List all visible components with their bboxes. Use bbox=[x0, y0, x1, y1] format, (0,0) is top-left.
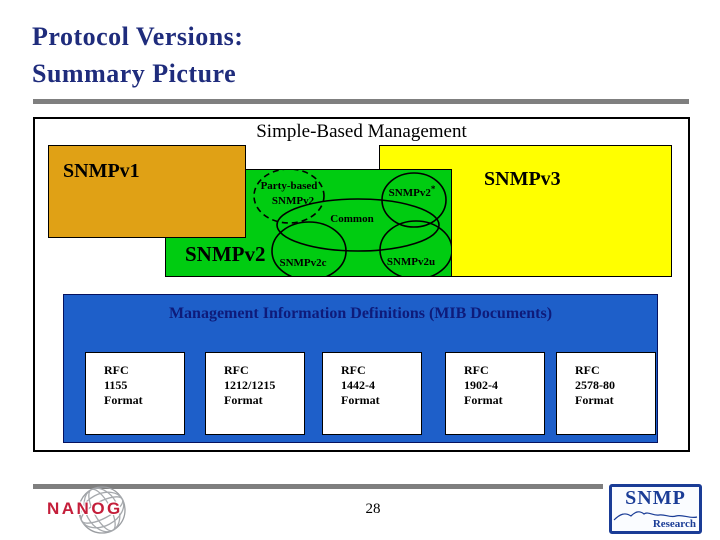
page-title: Protocol Versions: Summary Picture bbox=[32, 18, 243, 92]
page-title-line1: Protocol Versions: bbox=[32, 22, 244, 51]
rfc-line: RFC bbox=[575, 363, 600, 377]
globe-icon bbox=[78, 486, 126, 534]
party-based-ellipse bbox=[253, 170, 325, 224]
snmpv2c-label: SNMPv2c bbox=[279, 257, 326, 269]
snmp-logo-research-text: Research bbox=[652, 518, 696, 530]
snmpv2star-ellipse bbox=[381, 172, 447, 228]
rfc-line: RFC bbox=[104, 363, 129, 377]
rfc-line: Format bbox=[224, 393, 263, 407]
rfc-line: RFC bbox=[341, 363, 366, 377]
mib-box: Management Information Definitions (MIB … bbox=[63, 294, 658, 443]
common-label: Common bbox=[330, 213, 373, 225]
page-number: 28 bbox=[365, 501, 381, 517]
mountain-ridge-icon bbox=[613, 511, 698, 521]
rfc-box-1212-1215: RFC 1212/1215 Format bbox=[205, 352, 305, 435]
nanog-logo: NANOG bbox=[40, 482, 160, 538]
footer-divider bbox=[33, 484, 603, 489]
page-title-line2: Summary Picture bbox=[32, 59, 237, 88]
rfc-line: RFC bbox=[224, 363, 249, 377]
rfc-box-1155: RFC 1155 Format bbox=[85, 352, 185, 435]
rfc-line: 1442-4 bbox=[341, 378, 375, 392]
rfc-line: Format bbox=[464, 393, 503, 407]
rfc-line: 1212/1215 bbox=[224, 378, 276, 392]
rfc-line: Format bbox=[575, 393, 614, 407]
snmpv3-label: SNMPv3 bbox=[484, 168, 561, 190]
mib-title: Management Information Definitions (MIB … bbox=[168, 305, 553, 322]
snmp-logo-name: SNMP bbox=[625, 487, 686, 509]
rfc-line: 2578-80 bbox=[575, 378, 615, 392]
snmpv2-box: Party-based SNMPv2 SNMPv2* Common SNMPv2… bbox=[165, 169, 452, 277]
snmpv1-label: SNMPv1 bbox=[63, 160, 140, 182]
rfc-line: 1902-4 bbox=[464, 378, 498, 392]
party-based-label-line2: SNMPv2 bbox=[272, 195, 315, 207]
snmpv2-label: SNMPv2 bbox=[185, 242, 266, 266]
rfc-line: Format bbox=[104, 393, 143, 407]
rfc-line: Format bbox=[341, 393, 380, 407]
title-divider bbox=[33, 99, 689, 104]
diagram-header: Simple-Based Management bbox=[256, 121, 467, 142]
snmpv2c-ellipse bbox=[271, 221, 347, 276]
snmpv2star-label: SNMPv2* bbox=[389, 184, 436, 199]
rfc-box-2578-80: RFC 2578-80 Format bbox=[556, 352, 656, 435]
snmpv2u-label: SNMPv2u bbox=[387, 256, 435, 268]
rfc-line: 1155 bbox=[104, 378, 128, 392]
snmpv2u-ellipse bbox=[379, 220, 451, 276]
snmp-research-logo: SNMP Research bbox=[609, 484, 702, 534]
rfc-box-1442-4: RFC 1442-4 Format bbox=[322, 352, 422, 435]
snmpv1-box: SNMPv1 bbox=[48, 145, 246, 238]
nanog-logo-text: NANOG bbox=[47, 499, 123, 518]
party-based-label-line1: Party-based bbox=[261, 180, 318, 192]
rfc-box-1902-4: RFC 1902-4 Format bbox=[445, 352, 545, 435]
common-ellipse bbox=[276, 198, 440, 252]
rfc-line: RFC bbox=[464, 363, 489, 377]
snmpv2-venn-diagram: Party-based SNMPv2 SNMPv2* Common SNMPv2… bbox=[253, 170, 451, 276]
